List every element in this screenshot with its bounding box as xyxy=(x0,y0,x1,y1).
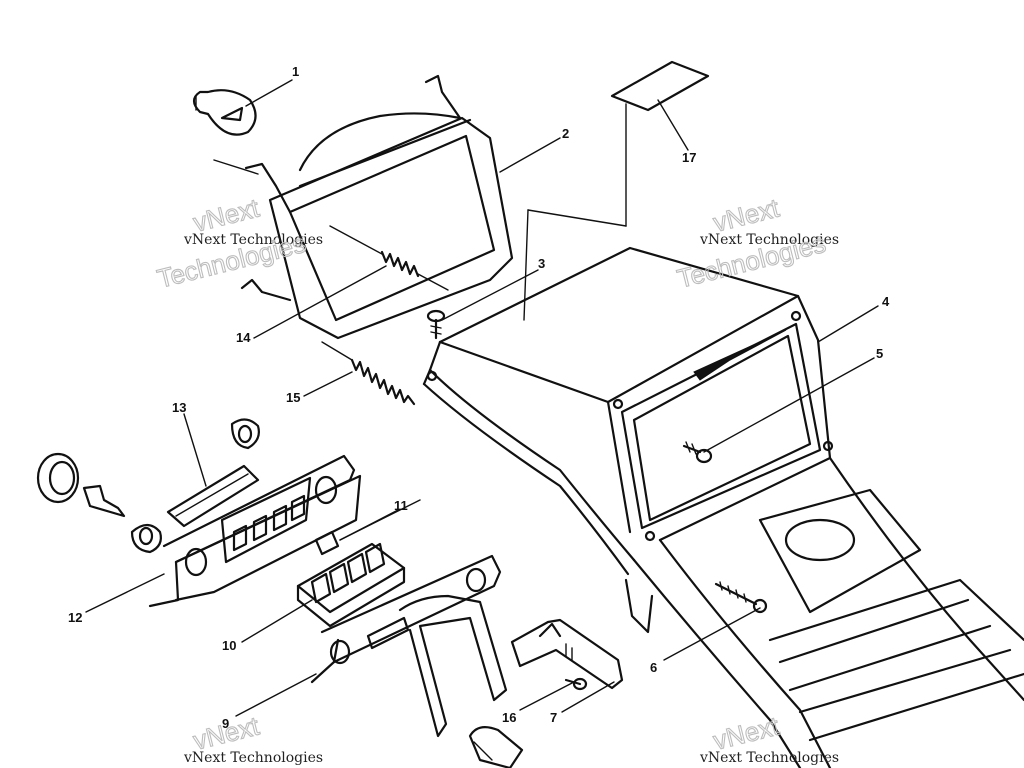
part-screw-5 xyxy=(682,441,713,464)
callout-labels: 1 2 3 4 5 6 7 9 10 11 12 13 14 15 16 17 xyxy=(68,64,890,731)
part-switch-bracket xyxy=(148,454,362,608)
callout-15: 15 xyxy=(286,390,300,405)
watermark-top-right: vNext vNext Technologies Technologies xyxy=(674,192,839,294)
callout-17: 17 xyxy=(682,150,696,165)
watermark-text: vNext Technologies xyxy=(699,232,839,248)
watermark-text: vNext Technologies xyxy=(183,232,323,248)
part-console-hood xyxy=(422,246,1024,768)
part-decal xyxy=(523,60,710,321)
part-screw-3 xyxy=(426,309,446,340)
callout-1: 1 xyxy=(292,64,299,79)
watermark-bottom-left: vNext vNext Technologies xyxy=(183,710,323,766)
watermark-top: vNext xyxy=(710,710,782,755)
part-bar-13 xyxy=(166,464,260,528)
leader-lines xyxy=(85,79,879,717)
part-connector xyxy=(510,618,624,690)
callout-4: 4 xyxy=(882,294,890,309)
callout-10: 10 xyxy=(222,638,236,653)
watermark-text: vNext Technologies xyxy=(183,750,323,766)
callout-16: 16 xyxy=(502,710,516,725)
part-key-and-ignition xyxy=(36,418,260,554)
part-spring-15 xyxy=(321,341,416,406)
part-spring-14 xyxy=(329,225,449,291)
part-switch-block xyxy=(296,542,406,628)
part-screw-6 xyxy=(714,581,768,614)
callout-6: 6 xyxy=(650,660,657,675)
watermark-text: vNext Technologies xyxy=(699,750,839,766)
callout-12: 12 xyxy=(68,610,82,625)
watermark-top: vNext xyxy=(710,192,782,237)
callout-11: 11 xyxy=(394,498,408,513)
callout-14: 14 xyxy=(236,330,251,345)
callout-13: 13 xyxy=(172,400,186,415)
part-bulb xyxy=(192,89,257,136)
part-socket xyxy=(468,725,524,768)
part-headlight-housing xyxy=(213,74,514,340)
part-lower-bracket xyxy=(310,554,508,738)
watermark-top: vNext xyxy=(190,710,262,755)
watermark-top: vNext xyxy=(190,192,262,237)
callout-9: 9 xyxy=(222,716,229,731)
callout-3: 3 xyxy=(538,256,545,271)
callout-2: 2 xyxy=(562,126,569,141)
callout-7: 7 xyxy=(550,710,557,725)
callout-5: 5 xyxy=(876,346,883,361)
